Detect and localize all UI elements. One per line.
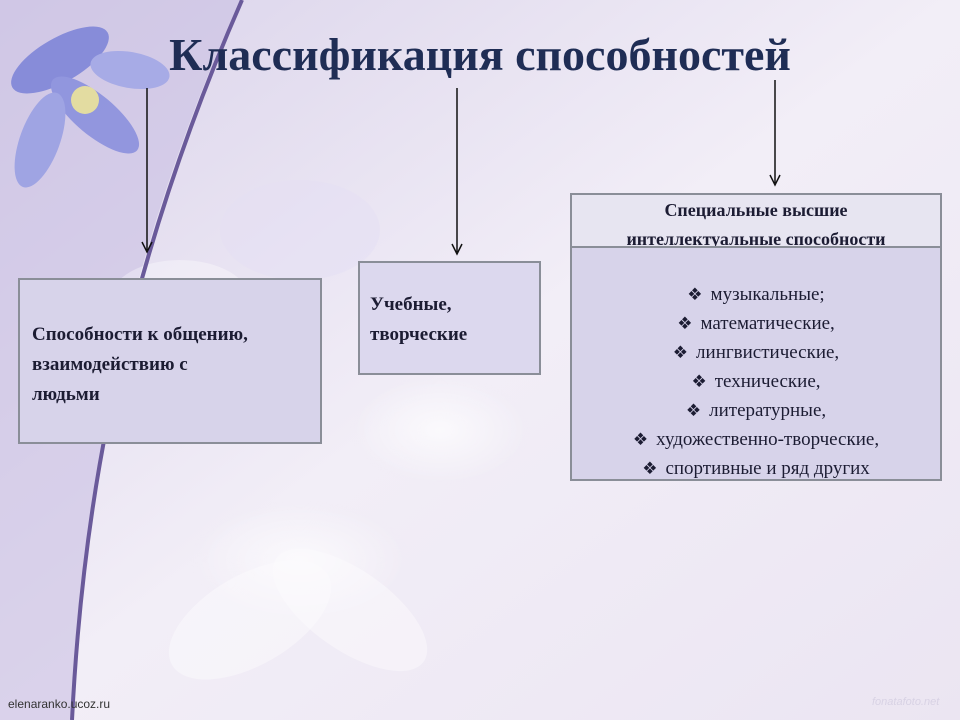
list-item-label: лингвистические, [696,342,840,363]
diamond-bullet-icon: ❖ [642,459,658,478]
box-special-list: ❖музыкальные; ❖математические, ❖лингвист… [570,246,942,481]
box-line: интеллектуальные способности [626,229,886,248]
list-item: ❖ спортивные и ряд других [572,454,940,483]
list-item-label: технические, [714,371,821,392]
box-line: Учебные, [370,294,452,315]
diamond-bullet-icon: ❖ [685,401,702,420]
list-item-label: художественно-творческие, [656,429,880,450]
footer-site: elenaranko.ucoz.ru [8,697,111,711]
diamond-bullet-icon: ❖ [632,430,649,449]
box-line: Специальные высшие [664,200,848,220]
list-item-label: музыкальные; [710,284,825,305]
arrowhead-icon [451,243,463,256]
watermark: fonatafoto.net [872,696,940,708]
box-learning: Учебные, творческие [358,261,541,375]
arrows [141,80,781,256]
list-item: ❖ лингвистические, [572,338,940,367]
list-item: ❖ литературные, [572,396,940,425]
list-item-label: литературные, [709,400,827,421]
box-line: взаимодействию с [32,354,188,375]
box-communication: Способности к общению, взаимодействию с … [18,278,322,444]
diamond-bullet-icon: ❖ [687,285,703,304]
box-line: творческие [370,324,468,345]
box-line: Способности к общению, [32,324,248,345]
list-item: ❖ музыкальные; [572,280,940,309]
box-special-heading: Специальные высшие интеллектуальные спос… [570,193,942,248]
list-item-label: спортивные и ряд других [665,458,870,479]
list-item: ❖ технические, [572,367,940,396]
page-title: Классификация способностей [169,29,791,80]
list-item: ❖ математические, [572,309,940,338]
diamond-bullet-icon: ❖ [691,372,707,391]
list-item-label: математические, [700,313,835,334]
diamond-bullet-icon: ❖ [677,314,693,333]
arrowhead-icon [141,241,153,254]
arrowhead-icon [769,174,781,187]
list-item: ❖ художественно-творческие, [572,425,940,454]
diamond-bullet-icon: ❖ [672,343,689,362]
flower-icon [11,26,170,188]
box-line: людьми [32,384,100,405]
